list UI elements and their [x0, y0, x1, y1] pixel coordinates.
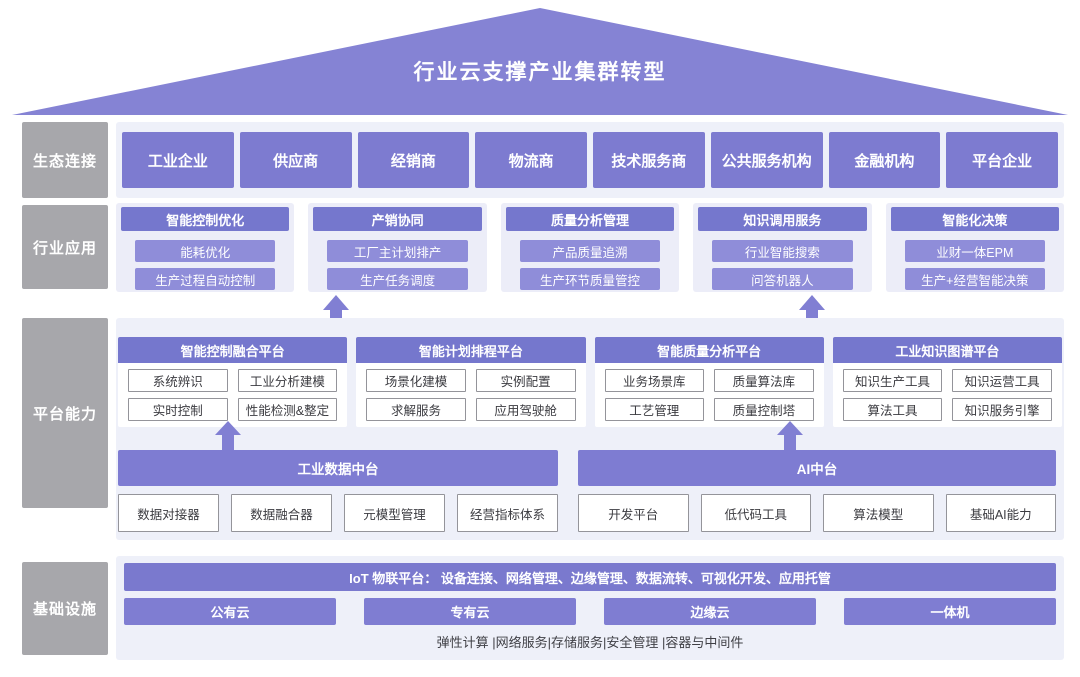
applications-row: 智能控制优化 能耗优化 生产过程自动控制 产销协同 工厂主计划排产 生产任务调度… [116, 203, 1065, 292]
app-item: 问答机器人 [712, 268, 853, 290]
eco-box-public-service: 公共服务机构 [710, 132, 823, 188]
platform-header: 智能计划排程平台 [356, 337, 586, 363]
platform-tool: 工艺管理 [604, 398, 705, 421]
ai-tool: 算法模型 [823, 494, 934, 532]
platform-header: 工业知识图谱平台 [832, 337, 1062, 363]
platform-tool: 算法工具 [842, 398, 943, 421]
app-card-intelligent-control: 智能控制优化 能耗优化 生产过程自动控制 [116, 203, 295, 292]
platform-grid: 知识生产工具 知识运营工具 算法工具 知识服务引擎 [833, 363, 1062, 427]
app-item: 生产任务调度 [327, 268, 468, 290]
app-item: 生产环节质量管控 [519, 268, 661, 290]
data-tools-row: 数据对接器 数据融合器 元模型管理 经营指标体系 [118, 494, 558, 532]
app-header: 产销协同 [313, 207, 482, 231]
app-header: 知识调用服务 [698, 207, 867, 231]
platform-tool: 实例配置 [475, 369, 576, 392]
ai-tools-row: 开发平台 低代码工具 算法模型 基础AI能力 [578, 494, 1056, 532]
platform-tool: 系统辨识 [128, 369, 228, 392]
eco-box-supplier: 供应商 [239, 132, 352, 188]
eco-box-industrial-enterprise: 工业企业 [122, 132, 234, 188]
app-card-quality-analysis: 质量分析管理 产品质量追溯 生产环节质量管控 [500, 203, 680, 292]
platform-tool: 知识生产工具 [842, 369, 943, 392]
app-item: 能耗优化 [135, 240, 276, 262]
eco-box-logistics: 物流商 [475, 132, 587, 188]
app-header: 质量分析管理 [505, 207, 675, 231]
cloud-box-edge: 边缘云 [604, 598, 816, 625]
platform-header: 智能质量分析平台 [594, 337, 824, 363]
app-card-intelligent-decision: 智能化决策 业财一体EPM 生产+经营智能决策 [885, 203, 1065, 292]
platform-tool: 知识服务引擎 [952, 398, 1052, 421]
app-item: 生产过程自动控制 [135, 268, 276, 290]
app-item: 业财一体EPM [904, 240, 1046, 262]
data-tool: 经营指标体系 [457, 494, 558, 532]
platform-tool: 性能检测&整定 [237, 398, 338, 421]
platform-grid: 业务场景库 质量算法库 工艺管理 质量控制塔 [595, 363, 824, 427]
base-services-text: 弹性计算 |网络服务|存储服务|安全管理 |容器与中间件 [436, 635, 744, 650]
platform-tool: 场景化建模 [366, 369, 466, 392]
data-tool: 元模型管理 [344, 494, 445, 532]
platform-card-knowledge-graph: 工业知识图谱平台 知识生产工具 知识运营工具 算法工具 知识服务引擎 [832, 337, 1062, 427]
section-label-platform: 平台能力 [22, 318, 108, 508]
data-tool: 数据对接器 [118, 494, 219, 532]
platform-tool: 应用驾驶舱 [475, 398, 576, 421]
platform-grid: 场景化建模 实例配置 求解服务 应用驾驶舱 [356, 363, 585, 427]
section-label-ecosystem: 生态连接 [22, 122, 108, 198]
platform-groups: 智能控制融合平台 系统辨识 工业分析建模 实时控制 性能检测&整定 智能计划排程… [118, 337, 1062, 427]
cloud-box-public: 公有云 [124, 598, 336, 625]
app-item: 行业智能搜索 [712, 240, 853, 262]
app-card-production-sales: 产销协同 工厂主计划排产 生产任务调度 [308, 203, 487, 292]
industrial-data-middle-platform-bar: 工业数据中台 [118, 450, 558, 486]
cloud-row: 公有云 专有云 边缘云 一体机 [124, 598, 1056, 625]
ai-tool: 低代码工具 [700, 494, 811, 532]
platform-tool: 质量控制塔 [714, 398, 814, 421]
eco-box-distributor: 经销商 [357, 132, 470, 188]
up-arrow-icon [215, 421, 241, 457]
up-arrow-icon [323, 295, 349, 335]
platform-header: 智能控制融合平台 [118, 337, 348, 363]
platform-tool: 工业分析建模 [237, 369, 338, 392]
app-card-knowledge-service: 知识调用服务 行业智能搜索 问答机器人 [693, 203, 872, 292]
platform-tool: 业务场景库 [604, 369, 705, 392]
app-header: 智能化决策 [890, 207, 1060, 231]
roof-shape [12, 8, 1068, 115]
ai-tool: 开发平台 [578, 494, 689, 532]
platform-card-plan-scheduling: 智能计划排程平台 场景化建模 实例配置 求解服务 应用驾驶舱 [356, 337, 586, 427]
eco-box-tech-service: 技术服务商 [593, 132, 705, 188]
eco-box-platform-enterprise: 平台企业 [946, 132, 1058, 188]
up-arrow-icon [777, 421, 803, 457]
platform-tool: 知识运营工具 [952, 369, 1052, 392]
up-arrow-icon [799, 295, 825, 335]
ai-middle-platform-bar: AI中台 [578, 450, 1056, 486]
platform-tool: 质量算法库 [714, 369, 814, 392]
app-item: 生产+经营智能决策 [904, 268, 1046, 290]
section-label-applications: 行业应用 [22, 205, 108, 289]
section-label-infrastructure: 基础设施 [22, 562, 108, 655]
app-header: 智能控制优化 [121, 207, 290, 231]
iot-platform-bar: IoT 物联平台： 设备连接、网络管理、边缘管理、数据流转、可视化开发、应用托管 [124, 563, 1056, 591]
platform-grid: 系统辨识 工业分析建模 实时控制 性能检测&整定 [118, 363, 347, 427]
ecosystem-strip: 工业企业 供应商 经销商 物流商 技术服务商 公共服务机构 金融机构 平台企业 [116, 122, 1064, 198]
app-item: 产品质量追溯 [519, 240, 661, 262]
platform-tool: 求解服务 [366, 398, 466, 421]
platform-card-control-fusion: 智能控制融合平台 系统辨识 工业分析建模 实时控制 性能检测&整定 [118, 337, 348, 427]
cloud-box-private: 专有云 [364, 598, 576, 625]
ai-tool: 基础AI能力 [945, 494, 1056, 532]
diagram-title: 行业云支撑产业集群转型 [413, 61, 667, 84]
cloud-box-all-in-one: 一体机 [844, 598, 1056, 625]
platform-tool: 实时控制 [128, 398, 228, 421]
platform-card-quality-analysis: 智能质量分析平台 业务场景库 质量算法库 工艺管理 质量控制塔 [594, 337, 824, 427]
app-item: 工厂主计划排产 [327, 240, 468, 262]
data-tool: 数据融合器 [231, 494, 332, 532]
eco-box-finance: 金融机构 [828, 132, 941, 188]
